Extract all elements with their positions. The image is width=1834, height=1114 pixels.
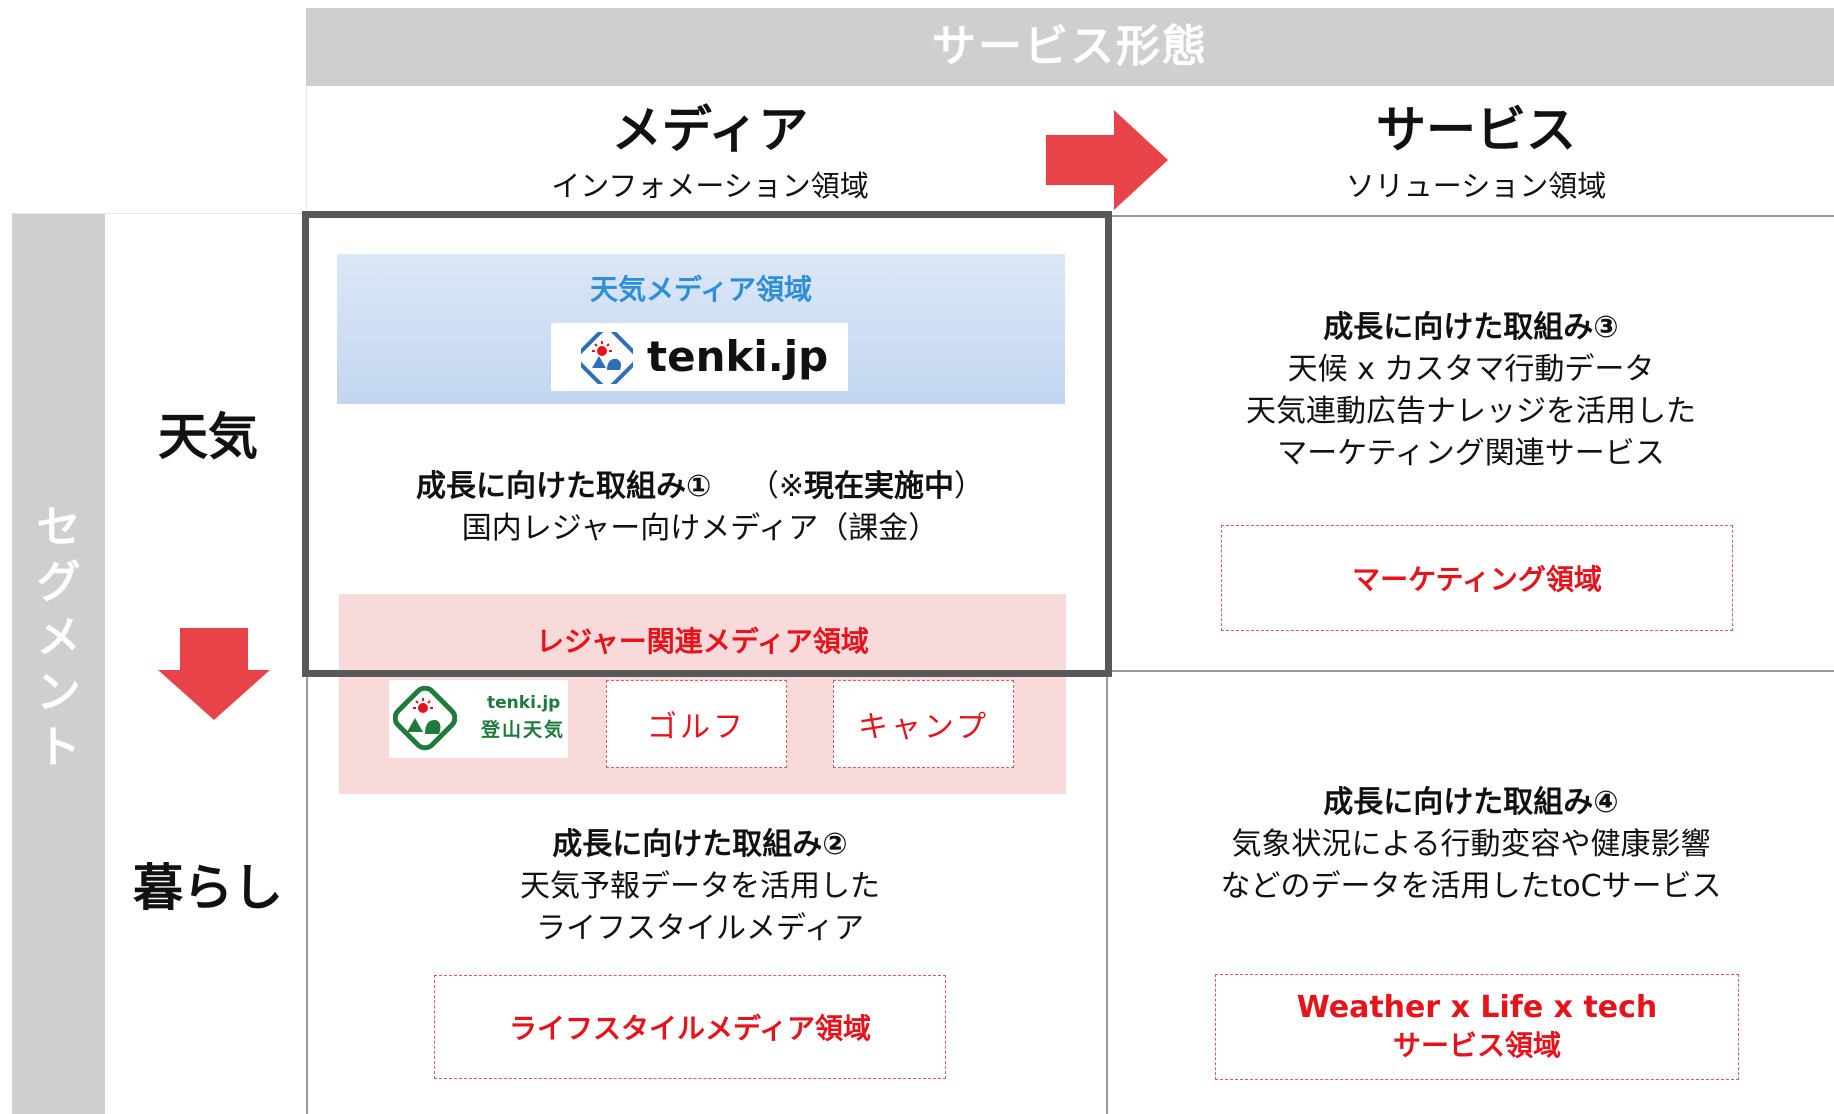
initiative4-title: 成長に向けた取組み④ bbox=[1323, 785, 1619, 820]
camp-box: キャンプ bbox=[833, 680, 1014, 768]
tozan-logo-icon bbox=[393, 686, 457, 751]
service-form-band: サービス形態 bbox=[306, 8, 1834, 86]
lifestyle-media-box: ライフスタイルメディア領域 bbox=[434, 975, 946, 1079]
row-title-weather: 天気 bbox=[158, 408, 258, 466]
initiative2-line1: 天気予報データを活用した bbox=[520, 869, 880, 904]
tenki-logo-text: tenki.jp bbox=[647, 332, 829, 381]
initiative2-title: 成長に向けた取組み② bbox=[552, 827, 848, 862]
media-column-subtitle: インフォメーション領域 bbox=[551, 169, 869, 203]
weather-life-tech-sublabel: サービス領域 bbox=[1392, 1029, 1561, 1062]
header-divider bbox=[306, 86, 307, 213]
grid-line bbox=[1108, 670, 1834, 672]
tenki-logo: tenki.jp bbox=[551, 323, 848, 391]
weather-life-tech-label: Weather x Life x tech bbox=[1296, 990, 1658, 1025]
tozan-logo-subtitle: 登山天気 bbox=[481, 719, 566, 741]
media-column-title: メディア bbox=[611, 101, 809, 159]
grid-line bbox=[1108, 215, 1834, 217]
initiative4-line2: などのデータを活用したtoCサービス bbox=[1220, 869, 1722, 904]
segment-char: セ bbox=[36, 502, 81, 553]
initiative3-line2: 天気連動広告ナレッジを活用した bbox=[1246, 394, 1696, 429]
leisure-media-label: レジャー関連メディア領域 bbox=[536, 625, 869, 658]
marketing-label: マーケティング領域 bbox=[1352, 563, 1602, 596]
initiative1-note-open: （※ bbox=[748, 469, 805, 504]
initiative2-line2: ライフスタイルメディア bbox=[536, 911, 864, 946]
initiative3-line3: マーケティング関連サービス bbox=[1277, 436, 1665, 471]
segment-char: メ bbox=[36, 612, 81, 663]
tozan-logo: tenki.jp 登山天気 bbox=[389, 680, 568, 758]
current-business-frame bbox=[302, 211, 1112, 677]
tenki-logo-icon bbox=[581, 332, 633, 384]
segment-label: セ グ メ ン ト bbox=[12, 500, 105, 775]
segment-char: ン bbox=[36, 667, 81, 718]
row-title-living: 暮らし bbox=[133, 859, 283, 917]
camp-label: キャンプ bbox=[857, 710, 990, 745]
segment-band bbox=[12, 213, 105, 1114]
service-column-subtitle: ソリューション領域 bbox=[1345, 169, 1607, 203]
initiative1-title: 成長に向けた取組み① （※現在実施中） bbox=[330, 466, 1070, 508]
initiative1-note-close: ） bbox=[954, 469, 985, 504]
tozan-logo-name: tenki.jp bbox=[487, 693, 561, 713]
service-column-title: サービス bbox=[1376, 101, 1576, 159]
right-arrow-icon bbox=[1046, 110, 1168, 210]
initiative4-line1: 気象状況による行動変容や健康影響 bbox=[1231, 827, 1711, 862]
golf-box: ゴルフ bbox=[606, 680, 787, 768]
initiative1-note: 現在実施中 bbox=[804, 469, 955, 504]
initiative1-heading: 成長に向けた取組み① bbox=[415, 469, 712, 504]
header-divider bbox=[12, 213, 308, 214]
initiative3-line1: 天候 x カスタマ行動データ bbox=[1287, 352, 1655, 387]
weather-life-tech-box: Weather x Life x tech サービス領域 bbox=[1215, 974, 1739, 1080]
weather-media-label: 天気メディア領域 bbox=[589, 273, 813, 306]
segment-char: グ bbox=[36, 557, 81, 608]
lifestyle-media-label: ライフスタイルメディア領域 bbox=[508, 1012, 872, 1045]
segment-char: ト bbox=[36, 722, 81, 773]
initiative1-desc: 国内レジャー向けメディア（課金） bbox=[461, 511, 939, 546]
down-arrow-icon bbox=[158, 628, 270, 720]
marketing-box: マーケティング領域 bbox=[1221, 525, 1733, 631]
initiative3-title: 成長に向けた取組み③ bbox=[1323, 310, 1619, 345]
golf-label: ゴルフ bbox=[647, 710, 746, 745]
grid-line bbox=[306, 670, 308, 1114]
